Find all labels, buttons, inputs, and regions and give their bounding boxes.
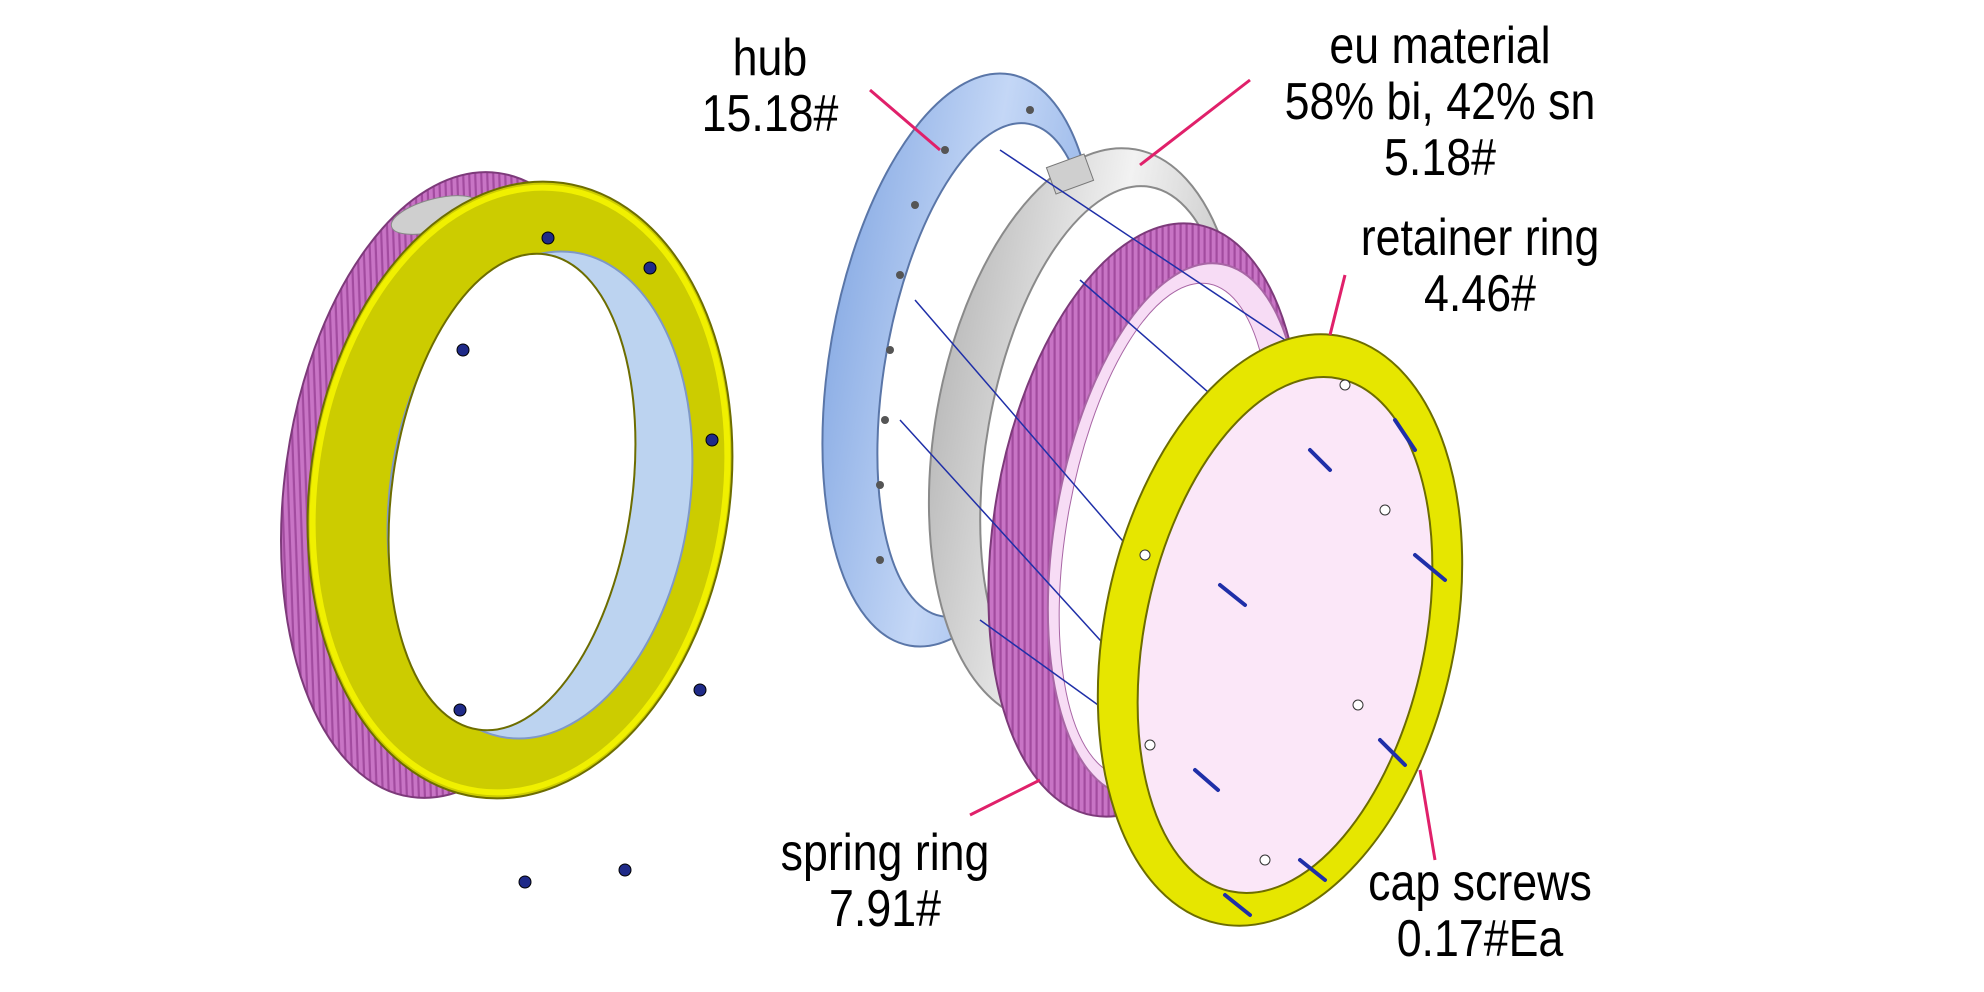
retainer-ring-weight: 4.46# bbox=[1424, 265, 1536, 323]
cap-screws-leader bbox=[1418, 769, 1437, 861]
eu-material-leader bbox=[1139, 78, 1251, 167]
assembled-face-highlight bbox=[309, 184, 731, 796]
leader-lines bbox=[869, 78, 1437, 861]
cap-screws-label: cap screws 0.17#Ea bbox=[1355, 855, 1604, 967]
cap-screws bbox=[1193, 418, 1447, 917]
spring-ring-name: spring ring bbox=[780, 824, 990, 882]
hub-weight: 15.18# bbox=[701, 85, 839, 143]
spring-ring-weight: 7.91# bbox=[829, 880, 941, 938]
hub-label: hub 15.18# bbox=[684, 30, 856, 142]
hub-leader bbox=[869, 88, 941, 152]
eu-material-tab bbox=[1045, 153, 1095, 195]
hub-name: hub bbox=[732, 29, 808, 87]
cap-screws-name: cap screws bbox=[1368, 854, 1592, 912]
eu-material-weight: 5.18# bbox=[1384, 129, 1496, 187]
spring-ring-leader bbox=[969, 778, 1041, 817]
assembled-bore-opening bbox=[387, 252, 637, 732]
eu-material-name: eu material bbox=[1329, 17, 1551, 75]
retainer-ring-leader bbox=[1328, 274, 1347, 336]
retainer-ring-label: retainer ring 4.46# bbox=[1334, 210, 1626, 322]
hub-holes bbox=[876, 106, 1034, 564]
retainer-ring-part bbox=[1096, 333, 1464, 927]
assembled-bolt-holes bbox=[453, 231, 719, 889]
retainer-ring-inner bbox=[1136, 376, 1434, 894]
cap-screws-weight: 0.17#Ea bbox=[1396, 910, 1564, 968]
eu-material-label: eu material 58% bi, 42% sn 5.18# bbox=[1268, 18, 1612, 186]
retainer-ring-name: retainer ring bbox=[1360, 209, 1600, 267]
eu-material-composition: 58% bi, 42% sn bbox=[1284, 73, 1596, 131]
assembled-ring bbox=[280, 171, 734, 889]
retainer-ring-holes bbox=[1139, 379, 1391, 866]
spring-ring-label: spring ring 7.91# bbox=[756, 825, 1014, 937]
